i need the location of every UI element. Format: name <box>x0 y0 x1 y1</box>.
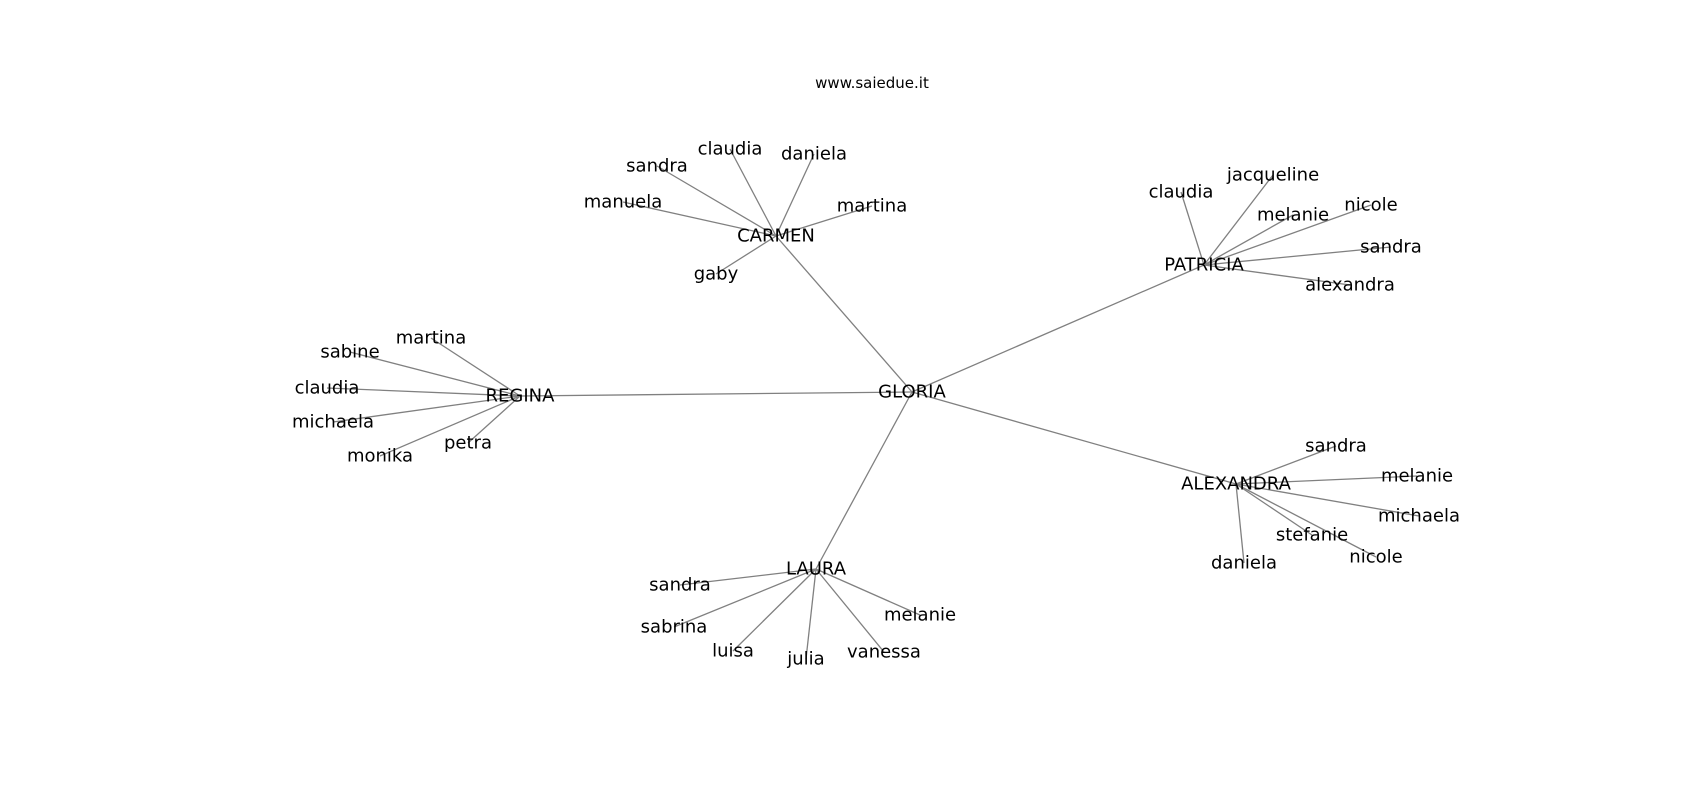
node-hub-carmen: CARMEN <box>737 226 815 247</box>
node-hub-laura: LAURA <box>786 559 847 580</box>
node-leaf-alexandra-melanie: melanie <box>1381 466 1453 487</box>
node-leaf-alexandra-sandra: sandra <box>1305 436 1367 457</box>
node-leaf-patricia-jacqueline: jacqueline <box>1226 165 1319 186</box>
edges-layer <box>326 148 1420 660</box>
edge-carmen-claudia <box>729 148 777 237</box>
node-leaf-alexandra-daniela: daniela <box>1211 553 1277 574</box>
site-title: www.saiedue.it <box>815 74 929 92</box>
edge-patricia-sandra <box>1203 246 1392 266</box>
node-leaf-regina-monika: monika <box>347 446 413 467</box>
node-leaf-patricia-alexandra: alexandra <box>1305 275 1395 296</box>
node-leaf-carmen-martina: martina <box>837 196 907 217</box>
edge-regina-claudia <box>326 387 521 397</box>
node-leaf-regina-michaela: michaela <box>292 412 374 433</box>
node-leaf-carmen-manuela: manuela <box>584 192 663 213</box>
edge-root-regina <box>519 391 913 397</box>
node-leaf-patricia-nicole: nicole <box>1344 195 1397 216</box>
nodes-layer: GLORIA CARMEN sandra claudia daniela manuela m… <box>292 139 1460 670</box>
node-leaf-regina-martina: martina <box>396 328 466 349</box>
edge-root-alexandra <box>911 391 1237 485</box>
node-leaf-laura-melanie: melanie <box>884 605 956 626</box>
edge-carmen-martina <box>775 205 873 237</box>
edge-alexandra-stefanie <box>1235 483 1313 536</box>
edge-alexandra-melanie <box>1235 475 1418 485</box>
node-leaf-alexandra-michaela: michaela <box>1378 506 1460 527</box>
edge-regina-sabine <box>349 351 521 397</box>
edge-regina-monika <box>379 395 521 457</box>
node-leaf-carmen-gaby: gaby <box>694 264 739 285</box>
edge-carmen-manuela <box>622 201 777 237</box>
edge-root-patricia <box>911 264 1205 393</box>
edge-carmen-sandra <box>656 165 777 237</box>
edge-regina-petra <box>467 395 521 444</box>
edge-patricia-jacqueline <box>1203 174 1274 266</box>
node-leaf-alexandra-nicole: nicole <box>1349 547 1402 568</box>
edge-root-carmen <box>775 235 913 393</box>
node-leaf-laura-vanessa: vanessa <box>847 642 921 663</box>
node-hub-alexandra: ALEXANDRA <box>1181 474 1291 495</box>
node-leaf-laura-luisa: luisa <box>712 641 754 662</box>
edge-alexandra-sandra <box>1235 445 1337 485</box>
edge-patricia-melanie <box>1203 214 1294 266</box>
node-leaf-patricia-melanie: melanie <box>1257 205 1329 226</box>
node-leaf-carmen-daniela: daniela <box>781 144 847 165</box>
edge-regina-michaela <box>332 395 521 423</box>
node-leaf-alexandra-stefanie: stefanie <box>1276 525 1348 546</box>
edge-laura-melanie <box>815 568 921 616</box>
edge-patricia-alexandra <box>1203 264 1351 286</box>
node-leaf-regina-petra: petra <box>444 433 492 454</box>
node-leaf-carmen-claudia: claudia <box>698 139 763 160</box>
edge-laura-julia <box>805 568 817 660</box>
edge-carmen-daniela <box>775 153 815 237</box>
edge-root-laura <box>815 391 913 570</box>
node-hub-regina: REGINA <box>486 386 556 407</box>
edge-carmen-gaby <box>715 235 777 275</box>
node-leaf-carmen-sandra: sandra <box>626 156 688 177</box>
node-leaf-regina-sabine: sabine <box>320 342 379 363</box>
edge-alexandra-michaela <box>1235 483 1420 517</box>
edge-laura-vanessa <box>815 568 885 653</box>
edge-laura-sandra <box>679 568 817 586</box>
edge-laura-sabrina <box>673 568 817 628</box>
node-leaf-laura-sandra: sandra <box>649 575 711 596</box>
node-leaf-patricia-sandra: sandra <box>1360 237 1422 258</box>
node-leaf-regina-claudia: claudia <box>295 378 360 399</box>
edge-patricia-claudia <box>1180 191 1205 266</box>
node-root: GLORIA <box>878 382 946 403</box>
edge-laura-luisa <box>732 568 817 652</box>
edge-alexandra-daniela <box>1235 483 1245 564</box>
edge-patricia-nicole <box>1203 204 1372 266</box>
node-leaf-laura-sabrina: sabrina <box>641 617 708 638</box>
edge-alexandra-nicole <box>1235 483 1377 558</box>
edge-regina-martina <box>430 337 521 397</box>
node-hub-patricia: PATRICIA <box>1164 255 1244 276</box>
node-leaf-patricia-claudia: claudia <box>1149 182 1214 203</box>
node-leaf-laura-julia: julia <box>786 649 824 670</box>
